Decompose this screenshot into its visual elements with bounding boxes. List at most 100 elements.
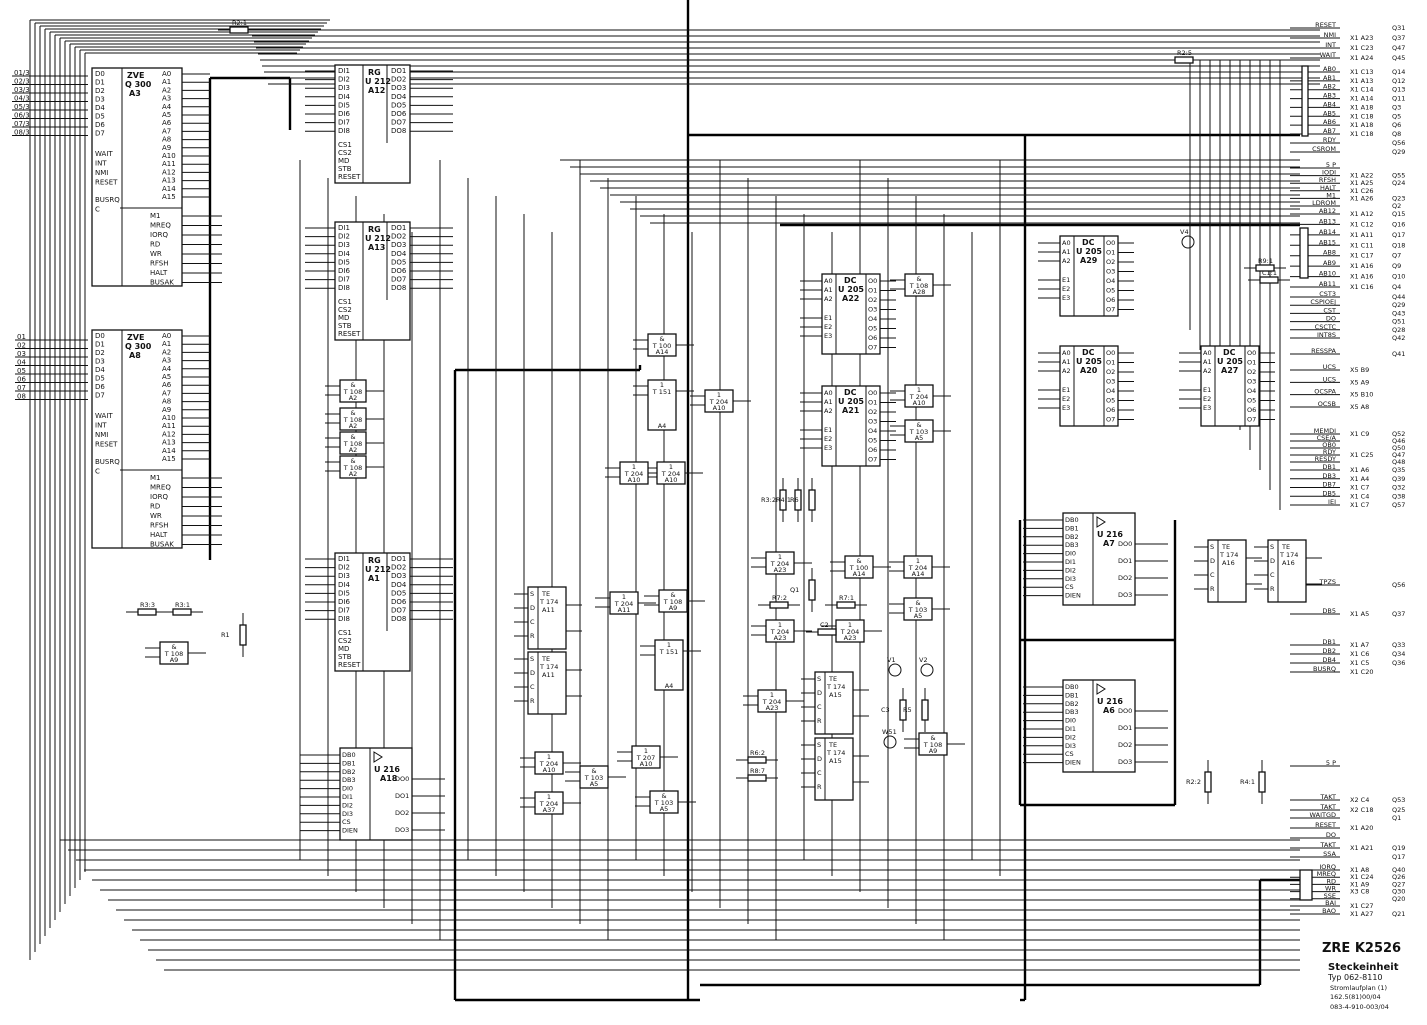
pin-label: DB1 xyxy=(1065,691,1079,699)
pin-label: A10 xyxy=(162,152,176,160)
signal-name: IEI xyxy=(1328,498,1336,506)
q-number: Q50 xyxy=(1392,444,1405,452)
q-number: Q40 xyxy=(1392,866,1405,874)
connector-pin: X1 C27 xyxy=(1350,902,1373,910)
pin-label: O1 xyxy=(1106,249,1115,257)
pin-label: DO1 xyxy=(1118,557,1132,565)
driver-body xyxy=(1062,679,1136,773)
pin-label: R xyxy=(530,632,535,640)
bus-label: 01 xyxy=(17,333,26,341)
chip-ref: A16 xyxy=(1282,559,1295,567)
pin-label: E1 xyxy=(1062,386,1070,394)
q-number: Q18 xyxy=(1392,241,1405,249)
pin-label: R xyxy=(1270,585,1275,593)
connector-pin: X5 A8 xyxy=(1350,403,1369,411)
pin-label: C xyxy=(95,206,100,214)
pin-label: DI3 xyxy=(338,241,350,249)
pin-label: S xyxy=(1210,543,1214,551)
pin-label: A2 xyxy=(162,86,171,94)
pin-label: O5 xyxy=(868,437,877,445)
chip-part: T 174 xyxy=(1279,551,1298,559)
pin-label: O6 xyxy=(868,334,877,342)
signal-name: AB12 xyxy=(1319,207,1336,215)
gate-symbol: 1 xyxy=(632,463,636,471)
signal-name: MREQ xyxy=(1317,870,1336,878)
signal-name: RDY xyxy=(1323,136,1336,144)
pin-label: O1 xyxy=(868,399,877,407)
passive-component: R3:3 xyxy=(137,601,157,616)
pin-label: STB xyxy=(338,653,352,661)
gate-part: T 204 xyxy=(770,628,789,636)
signal-name: DB5 xyxy=(1322,489,1336,497)
pin-label: DO6 xyxy=(391,267,407,275)
pin-label: A7 xyxy=(162,389,171,397)
pin-label: DO2 xyxy=(391,76,406,84)
gate-body xyxy=(844,555,874,579)
pin-label: MD xyxy=(338,314,349,322)
q-number: Q42 xyxy=(1392,334,1405,342)
passive-component: R3:1 xyxy=(172,601,192,616)
bus-label: 05 xyxy=(17,367,26,375)
pin-label: E3 xyxy=(1203,404,1211,412)
signal-name: 5 P xyxy=(1326,759,1336,767)
gate-body xyxy=(534,791,564,815)
q-number: Q31 xyxy=(1392,24,1405,32)
pin-label: A1 xyxy=(824,286,833,294)
signal-name: CSCTC xyxy=(1315,323,1337,331)
q-number: Q43 xyxy=(1392,309,1405,317)
resistor-body xyxy=(899,699,907,721)
register-a1: RGU 212A1DI1DI2DI3DI4DI5DI6DI7DI8DO1DO2D… xyxy=(334,552,411,672)
connector-pin: X1 A6 xyxy=(1350,466,1369,474)
pin-label: DI3 xyxy=(338,572,350,580)
pin-label: CS1 xyxy=(338,141,352,149)
bus-label: 08/3 xyxy=(14,129,30,137)
gate-body xyxy=(609,591,639,615)
pin-label: E2 xyxy=(1062,285,1070,293)
code-text-1: 162.5(81)00/04 xyxy=(1330,993,1381,1001)
chip-ref: A20 xyxy=(1080,366,1098,375)
pin-label: O1 xyxy=(1106,359,1115,367)
pin-label: C xyxy=(530,683,535,691)
component-label: C2 xyxy=(820,621,829,629)
pin-label: A0 xyxy=(824,389,833,397)
pin-label: A2 xyxy=(824,295,833,303)
pin-label: DO3 xyxy=(391,241,406,249)
signal-name: RESDY xyxy=(1315,455,1336,463)
signal-name: TAKT xyxy=(1319,803,1336,811)
gate-symbol: & xyxy=(350,381,355,389)
passive-component: V4 xyxy=(1180,228,1195,249)
pin-label: D1 xyxy=(95,79,105,87)
gate-ref: A9 xyxy=(170,656,179,664)
pin-label: D2 xyxy=(95,87,105,95)
pin-label: E2 xyxy=(824,323,832,331)
connector-pin: X1 C5 xyxy=(1350,659,1369,667)
signal-name: DB5 xyxy=(1322,607,1336,615)
gate-ref: A14 xyxy=(912,570,925,578)
pin-label: A0 xyxy=(1062,349,1071,357)
gate-part: T 204 xyxy=(539,800,558,808)
pin-label: DI7 xyxy=(338,119,350,127)
passive-component: R6:2 xyxy=(747,749,767,764)
pin-label: DI2 xyxy=(342,801,353,809)
type-text: Typ 062-8110 xyxy=(1327,973,1383,982)
connector-pin: X1 C12 xyxy=(1350,220,1373,228)
gate-ref: A10 xyxy=(543,766,556,774)
q-number: Q19 xyxy=(1392,844,1405,852)
q-number: Q13 xyxy=(1392,86,1405,94)
gate-symbol: 1 xyxy=(622,593,626,601)
decoder-body xyxy=(1059,345,1119,427)
gate-symbol: 1 xyxy=(669,463,673,471)
